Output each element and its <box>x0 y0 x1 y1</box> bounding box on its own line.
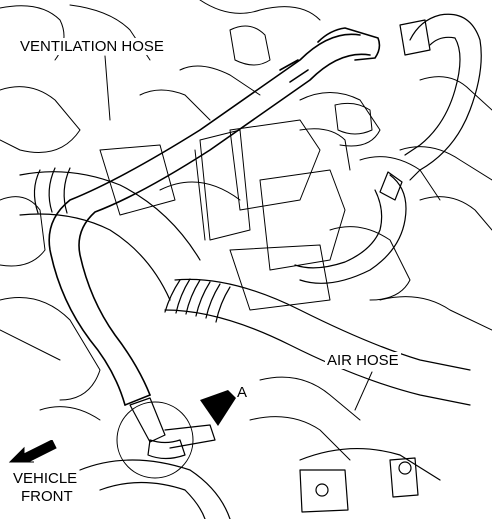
vehicle-label: VEHICLE <box>12 470 79 487</box>
upper-right-hose <box>399 13 482 181</box>
ventilation-hose <box>48 27 381 406</box>
callout-a-label: A <box>237 384 248 401</box>
bottom-engine-parts <box>79 447 441 519</box>
arrow-left-icon <box>8 440 57 463</box>
air-hose-corrugated <box>164 278 471 406</box>
hose-end-fitting <box>129 397 216 460</box>
air-hose-leader <box>354 371 373 411</box>
front-label: FRONT <box>20 488 74 505</box>
right-hose-loop <box>294 171 407 284</box>
air-hose-label: AIR HOSE <box>325 352 401 369</box>
callout-a <box>116 390 236 479</box>
ventilation-hose-label: VENTILATION HOSE <box>18 38 166 55</box>
intake-hose <box>19 167 201 301</box>
ventilation-hose-leader <box>104 55 111 121</box>
